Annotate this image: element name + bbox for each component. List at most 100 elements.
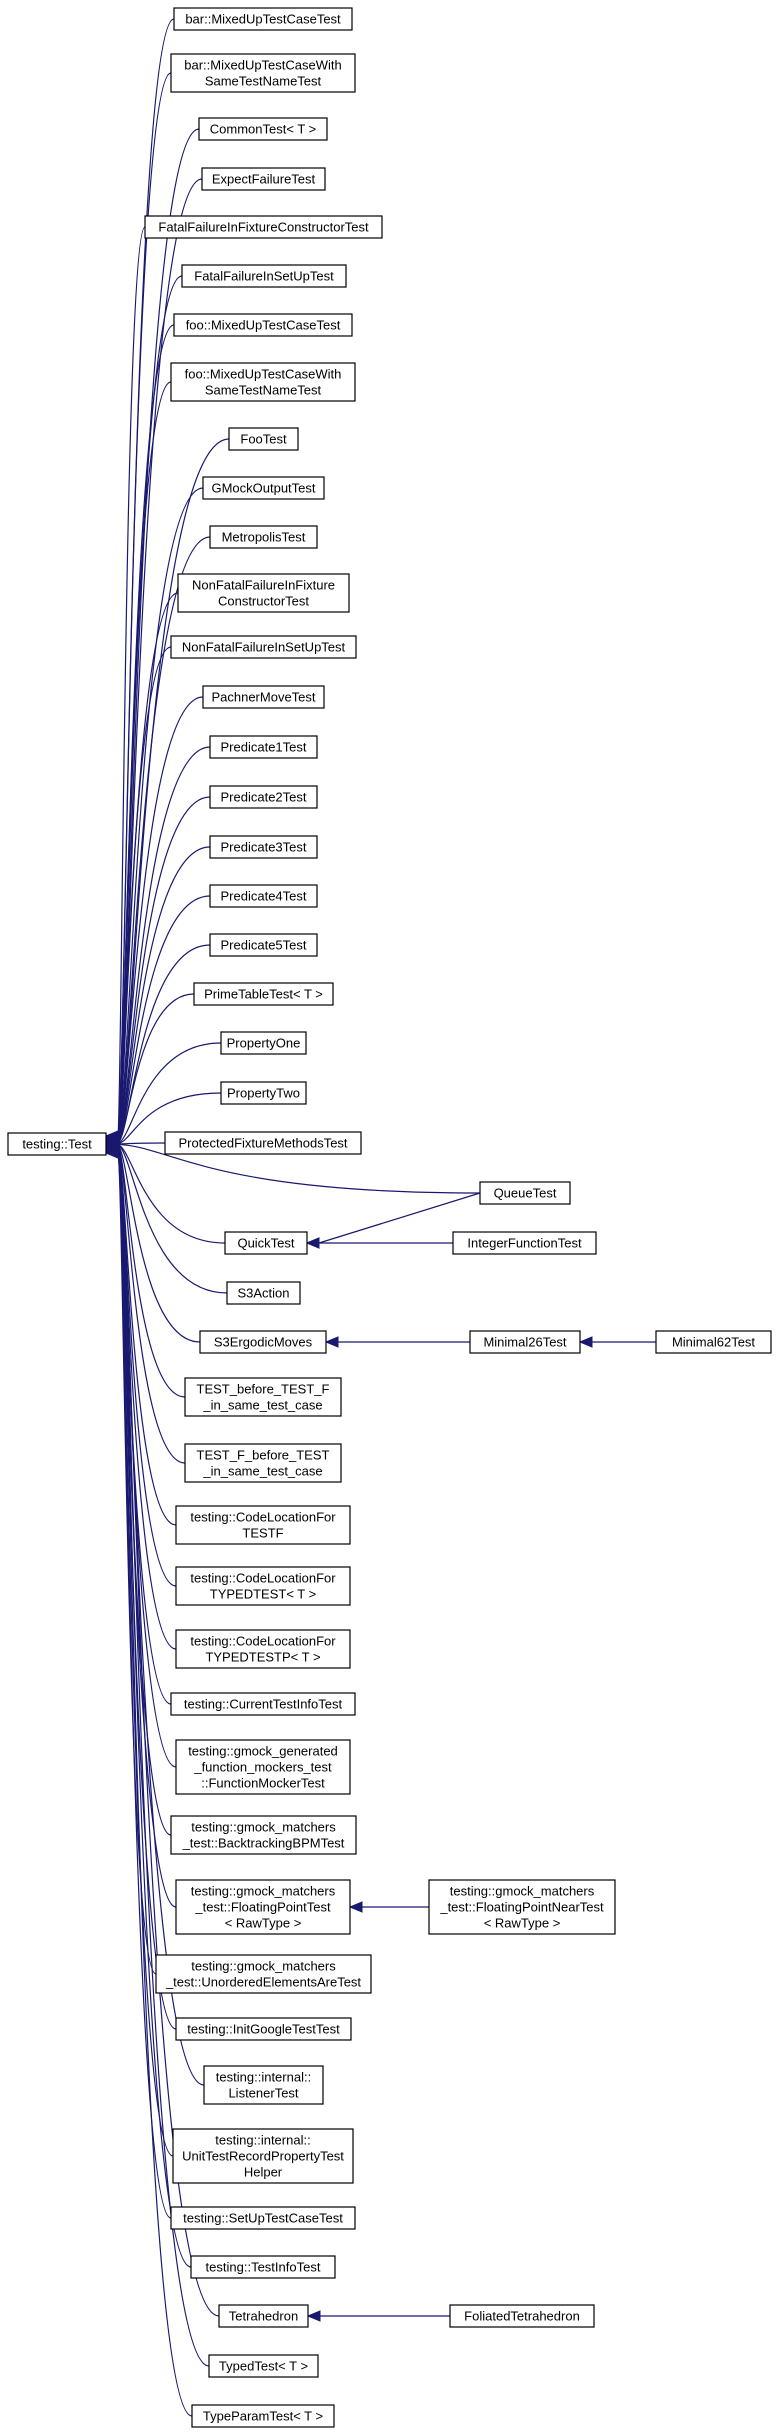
class-node-testing-internal-listenertest[interactable]: testing::internal::ListenerTest: [203, 2065, 324, 2105]
edge-line: [117, 1145, 186, 1464]
class-node-label: Predicate3Test: [221, 840, 307, 855]
class-node-s3ergodicmoves[interactable]: S3ErgodicMoves: [199, 1330, 327, 1354]
class-node-testing-internal-unittestrecordpropertytest-helper[interactable]: testing::internal::UnitTestRecordPropert…: [172, 2128, 354, 2184]
edge-line: [117, 1144, 226, 1244]
class-node-label: testing::TestInfoTest: [206, 2260, 321, 2275]
class-node-box: [170, 1692, 356, 1716]
class-node-label: Predicate1Test: [221, 740, 307, 755]
class-node-predicate1test[interactable]: Predicate1Test: [209, 735, 318, 759]
class-node-box: [177, 573, 350, 613]
class-node-test-before-test-f-in-same-test-case[interactable]: TEST_before_TEST_F_in_same_test_case: [184, 1377, 342, 1417]
class-node-protectedfixturemethodstest[interactable]: ProtectedFixtureMethodsTest: [164, 1131, 362, 1155]
edge-line: [117, 1152, 220, 2317]
class-node-foliatedtetrahedron[interactable]: FoliatedTetrahedron: [449, 2304, 595, 2328]
class-node-typeparamtest-t[interactable]: TypeParamTest< T >: [191, 2404, 335, 2428]
class-node-tetrahedron[interactable]: Tetrahedron: [218, 2304, 309, 2328]
class-node-label: S3Action: [237, 1286, 289, 1301]
class-node-label: ::FunctionMockerTest: [201, 1776, 325, 1791]
class-node-label: bar::MixedUpTestCaseWith: [184, 58, 342, 73]
class-node-testing-gmock-generated-function-mockers-test-functionmockertest[interactable]: testing::gmock_generated_function_mocker…: [175, 1739, 351, 1795]
edge-line: [117, 846, 211, 1143]
class-node-label: TEST_before_TEST_F: [197, 1382, 330, 1397]
class-node-testing-testinfotest[interactable]: testing::TestInfoTest: [190, 2255, 336, 2279]
class-node-s3action[interactable]: S3Action: [226, 1281, 301, 1305]
class-node-integerfunctiontest[interactable]: IntegerFunctionTest: [452, 1231, 597, 1255]
edge-line: [117, 1142, 166, 1145]
class-node-box: [170, 1815, 357, 1855]
class-node-footest[interactable]: FooTest: [228, 427, 299, 451]
class-node-fatalfailureinsetuptest[interactable]: FatalFailureInSetUpTest: [181, 264, 347, 288]
class-node-label: TypedTest< T >: [219, 2359, 308, 2374]
class-node-label: testing::gmock_matchers: [191, 1884, 336, 1899]
class-node-box: [208, 2354, 319, 2378]
inheritance-edge-n40-n39: [348, 1901, 429, 1913]
class-node-box: [175, 1879, 351, 1935]
class-node-predicate4test[interactable]: Predicate4Test: [209, 884, 318, 908]
class-node-minimal62test[interactable]: Minimal62Test: [655, 1330, 772, 1354]
class-node-label: PrimeTableTest< T >: [204, 987, 323, 1002]
class-node-box: [209, 933, 318, 957]
edge-line: [117, 226, 146, 1138]
edge-line: [117, 1151, 172, 2219]
class-node-primetabletest-t[interactable]: PrimeTableTest< T >: [193, 982, 334, 1006]
class-node-label: _function_mockers_test: [193, 1760, 332, 1775]
inheritance-edge-n48-n47: [306, 2310, 450, 2322]
class-node-box: [173, 7, 353, 31]
class-node-testing-gmock-matchers-test-backtrackingbpmtest[interactable]: testing::gmock_matchers_test::Backtracki…: [170, 1815, 357, 1855]
class-node-typedtest-t[interactable]: TypedTest< T >: [208, 2354, 319, 2378]
class-node-bar-mixeduptestcasetest[interactable]: bar::MixedUpTestCaseTest: [173, 7, 353, 31]
class-node-box: [173, 313, 353, 337]
inheritance-edge-n33-root: [104, 1140, 177, 1526]
class-node-test-f-before-test-in-same-test-case[interactable]: TEST_F_before_TEST_in_same_test_case: [184, 1443, 342, 1483]
class-node-testing-gmock-matchers-test-unorderedelementsaretest[interactable]: testing::gmock_matchers_test::UnorderedE…: [155, 1954, 372, 1994]
class-node-box: [184, 1443, 342, 1483]
class-node-gmockoutputtest[interactable]: GMockOutputTest: [202, 476, 325, 500]
class-node-testing-test[interactable]: testing::Test: [7, 1132, 107, 1156]
class-node-testing-gmock-matchers-test-floatingpointneartest-rawtype[interactable]: testing::gmock_matchers_test::FloatingPo…: [428, 1879, 616, 1935]
arrowhead-icon: [324, 1336, 339, 1348]
class-node-label: Predicate2Test: [221, 790, 307, 805]
class-node-label: testing::CodeLocationFor: [190, 1571, 336, 1586]
class-node-metropolistest[interactable]: MetropolisTest: [209, 525, 318, 549]
class-node-label: FatalFailureInSetUpTest: [194, 269, 334, 284]
class-node-commontest-t[interactable]: CommonTest< T >: [198, 117, 328, 141]
class-node-testing-currenttestinfotest[interactable]: testing::CurrentTestInfoTest: [170, 1692, 356, 1716]
class-node-label: PropertyTwo: [227, 1086, 300, 1101]
inheritance-edge-n26-n25: [305, 1237, 453, 1249]
class-node-fatalfailureinfixtureconstructortest[interactable]: FatalFailureInFixtureConstructorTest: [144, 215, 383, 239]
edge-line: [117, 1152, 210, 2367]
edge-line: [117, 1145, 186, 1398]
arrowhead-icon: [306, 2310, 321, 2322]
class-node-predicate5test[interactable]: Predicate5Test: [209, 933, 318, 957]
class-node-propertyone[interactable]: PropertyOne: [220, 1031, 307, 1055]
class-node-minimal26test[interactable]: Minimal26Test: [469, 1330, 581, 1354]
class-node-expectfailuretest[interactable]: ExpectFailureTest: [201, 167, 326, 191]
class-node-testing-initgoogletesttest[interactable]: testing::InitGoogleTestTest: [175, 2017, 352, 2041]
class-node-pachnermovetest[interactable]: PachnerMoveTest: [202, 685, 325, 709]
class-node-testing-gmock-matchers-test-floatingpointtest-rawtype[interactable]: testing::gmock_matchers_test::FloatingPo…: [175, 1879, 351, 1935]
class-node-box: [228, 427, 299, 451]
class-node-label: testing::internal::: [215, 2133, 310, 2148]
class-node-label: FooTest: [240, 432, 287, 447]
class-node-box: [199, 1330, 327, 1354]
class-node-predicate2test[interactable]: Predicate2Test: [209, 785, 318, 809]
class-node-foo-mixeduptestcasetest[interactable]: foo::MixedUpTestCaseTest: [173, 313, 353, 337]
edge-line: [117, 487, 204, 1140]
class-node-queuetest[interactable]: QueueTest: [479, 1181, 571, 1205]
class-node-predicate3test[interactable]: Predicate3Test: [209, 835, 318, 859]
class-node-label: testing::SetUpTestCaseTest: [183, 2211, 343, 2226]
class-node-nonfatalfailureinsetuptest[interactable]: NonFatalFailureInSetUpTest: [170, 635, 357, 659]
class-node-testing-setuptestcasetest[interactable]: testing::SetUpTestCaseTest: [170, 2206, 356, 2230]
class-node-quicktest[interactable]: QuickTest: [224, 1231, 308, 1255]
edge-line: [117, 1042, 222, 1144]
inheritance-edge-n34-root: [104, 1141, 177, 1587]
edge-line: [117, 1092, 222, 1145]
class-node-propertytwo[interactable]: PropertyTwo: [220, 1081, 307, 1105]
edge-line: [117, 275, 183, 1138]
